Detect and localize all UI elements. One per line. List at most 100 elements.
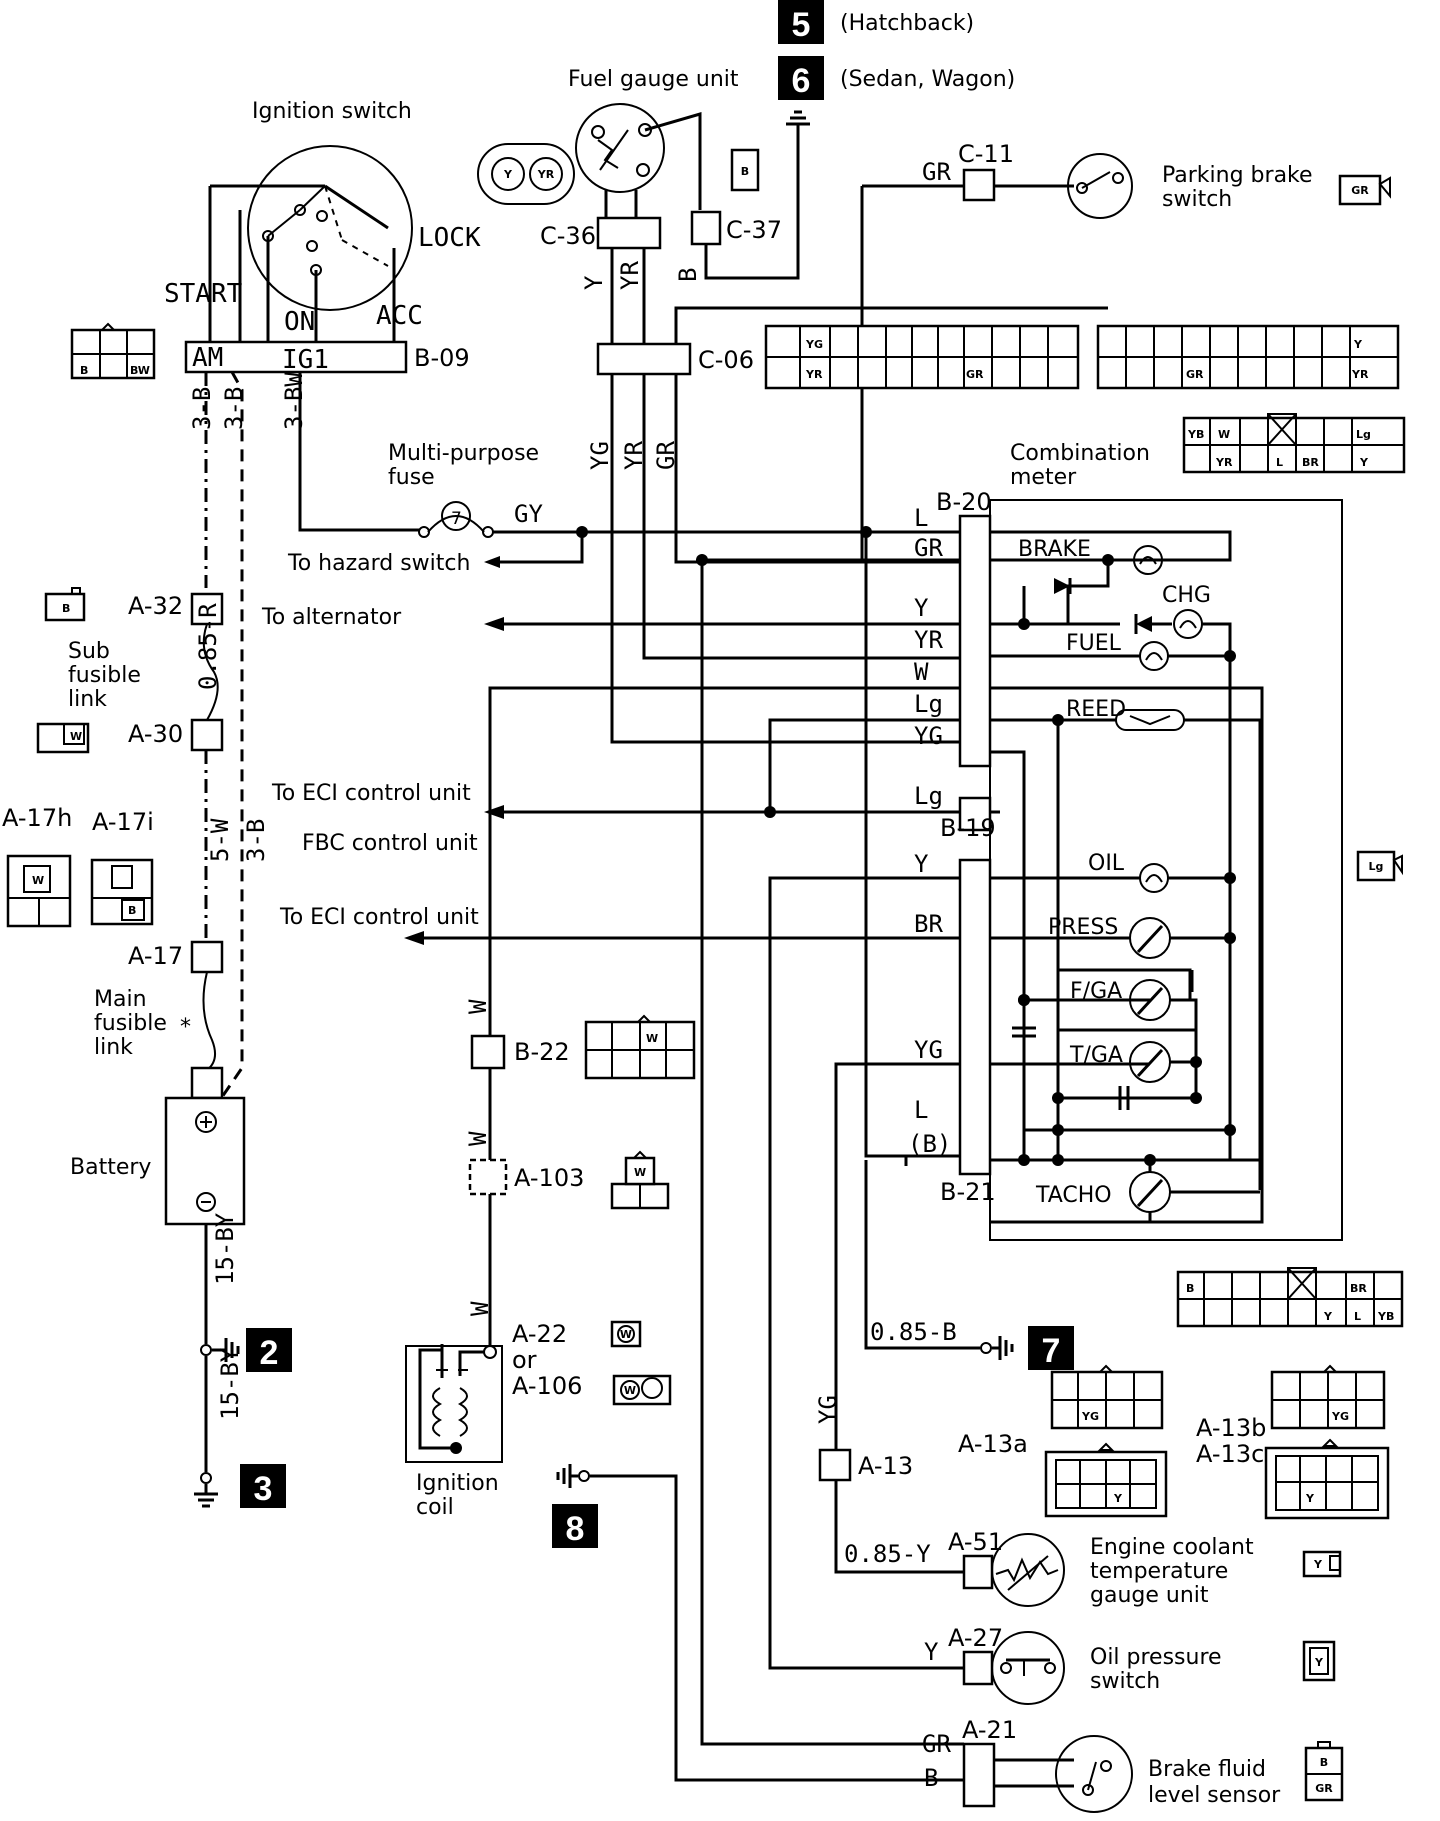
sub-fusible-label-1: Sub — [68, 639, 110, 664]
connector-a51 — [962, 1554, 994, 1590]
meter-item-reed: REED — [1066, 697, 1126, 722]
ignition-switch-label: Ignition switch — [252, 99, 412, 124]
svg-text:3: 3 — [254, 1470, 273, 1508]
battery-terminal-connector — [190, 1066, 224, 1100]
connector-face-b09: B BW — [70, 322, 156, 380]
dest-alternator: To alternator — [261, 605, 402, 630]
connector-face-c06b: Y GR YR — [1096, 324, 1400, 390]
diode-chg — [1134, 614, 1152, 634]
svg-text:YB: YB — [1187, 428, 1204, 441]
dest-eci-1: To ECI control unit — [271, 781, 471, 806]
svg-text:YB: YB — [1377, 1310, 1394, 1323]
svg-text:Y: Y — [1305, 1492, 1315, 1505]
gauge-tacho — [1129, 1171, 1171, 1213]
connector-face-brake-fluid: B GR — [1304, 1741, 1344, 1802]
ignition-coil-label-1: Ignition — [416, 1471, 499, 1496]
sub-fusible-link — [202, 623, 219, 721]
connector-face-parking-brake: GR — [1338, 174, 1391, 206]
svg-text:L: L — [1354, 1310, 1361, 1323]
svg-text:B: B — [1186, 1282, 1194, 1295]
wire-label-3bw: 3-BW — [280, 372, 308, 430]
meter-item-oil: OIL — [1088, 851, 1125, 876]
connector-c37-label: C-37 — [726, 216, 782, 244]
switch-pos-lock: LOCK — [418, 223, 481, 253]
connector-face-b22: W — [584, 1014, 696, 1080]
switch-pos-acc: ACC — [376, 301, 423, 331]
lamp-chg — [1173, 609, 1203, 639]
coolant-label-3: gauge unit — [1090, 1583, 1209, 1608]
svg-text:Y: Y — [503, 168, 513, 181]
multi-purpose-fuse-label-1: Multi-purpose — [388, 441, 539, 466]
fuel-gauge-unit — [575, 103, 665, 193]
main-fusible-link — [202, 971, 217, 1071]
connector-face-a17i: B — [90, 858, 154, 926]
terminal-am: AM — [192, 343, 223, 373]
main-fusible-label-1: Main — [94, 987, 147, 1012]
sub-fusible-label-2: fusible — [68, 663, 141, 688]
wire-label-3b-a: 3-B — [188, 387, 216, 430]
wire-label-w3: W — [466, 1301, 494, 1316]
connector-a13-label: A-13 — [858, 1452, 913, 1480]
switch-pos-start: START — [164, 279, 243, 309]
meter-item-chg: CHG — [1162, 583, 1211, 608]
connector-a30-label: A-30 — [128, 720, 183, 748]
connector-a17-label: A-17 — [128, 942, 183, 970]
lamp-brake — [1133, 545, 1163, 575]
wire-label-b-c37: B — [674, 268, 702, 282]
battery — [164, 1096, 246, 1226]
connector-b19-label: B-19 — [940, 814, 996, 842]
meter-item-fuel: FUEL — [1066, 631, 1122, 656]
connector-a106-label: A-106 — [512, 1372, 582, 1400]
svg-text:L: L — [1276, 456, 1283, 469]
svg-text:YG: YG — [805, 338, 823, 351]
connector-a13b-label: A-13b — [1196, 1414, 1266, 1442]
diode-brake — [1022, 578, 1072, 594]
brake-fluid-label-2: level sensor — [1148, 1783, 1281, 1808]
connector-a17h-label: A-17h — [2, 804, 72, 832]
svg-text:2: 2 — [260, 1334, 279, 1372]
svg-text:8: 8 — [566, 1510, 585, 1548]
connector-face-fuel-ground: B — [730, 148, 760, 192]
connector-c06 — [596, 342, 692, 376]
svg-text:Y: Y — [1359, 456, 1369, 469]
connector-face-c06a: YG YR GR — [764, 324, 1080, 390]
section-badge-8 — [552, 1504, 598, 1548]
ground-s6 — [786, 110, 810, 138]
svg-text:Y: Y — [1353, 338, 1363, 351]
connector-c11-label: C-11 — [958, 140, 1014, 168]
meter-pin-b: (B) — [908, 1130, 951, 1158]
svg-text:Lg: Lg — [1369, 860, 1384, 873]
svg-text:BR: BR — [1302, 456, 1319, 469]
section-badge-3 — [240, 1464, 286, 1508]
section-badge-5: 5 — [778, 0, 824, 44]
connector-b22-label: B-22 — [514, 1038, 570, 1066]
section-label-sedan-wagon: (Sedan, Wagon) — [840, 67, 1015, 92]
meter-item-press: PRESS — [1048, 915, 1118, 940]
switch-pos-on: ON — [284, 307, 315, 337]
connector-a13c-label: A-13c — [1196, 1440, 1264, 1468]
connector-a21 — [962, 1742, 996, 1808]
ignition-switch — [208, 145, 413, 342]
wire-label-085y: 0.85-Y — [844, 1540, 931, 1568]
connector-a13a-label: A-13a — [958, 1430, 1028, 1458]
ground-7 — [980, 1336, 1014, 1360]
wire-label-3b-c: 3-B — [242, 819, 270, 862]
connector-a32 — [190, 592, 224, 626]
connector-c36 — [596, 216, 662, 250]
svg-text:B: B — [80, 364, 88, 377]
connector-face-fuel-gauge: Y YR — [477, 143, 575, 205]
reed-switch — [1115, 709, 1185, 731]
meter-pin-lg: Lg — [914, 690, 943, 718]
svg-text:W: W — [620, 1328, 632, 1341]
terminal-ig1: IG1 — [282, 345, 329, 375]
brake-fluid-label-1: Brake fluid — [1148, 1757, 1266, 1782]
svg-text:GR: GR — [1351, 184, 1369, 197]
connector-b20-label: B-20 — [936, 488, 992, 516]
main-fusible-star: * — [180, 1015, 191, 1040]
connector-a103-label: A-103 — [514, 1164, 584, 1192]
oil-pressure-switch — [991, 1631, 1065, 1705]
connector-b21 — [958, 858, 992, 1176]
svg-text:W: W — [624, 1384, 636, 1397]
wire-label-y-a27: Y — [924, 1638, 939, 1666]
